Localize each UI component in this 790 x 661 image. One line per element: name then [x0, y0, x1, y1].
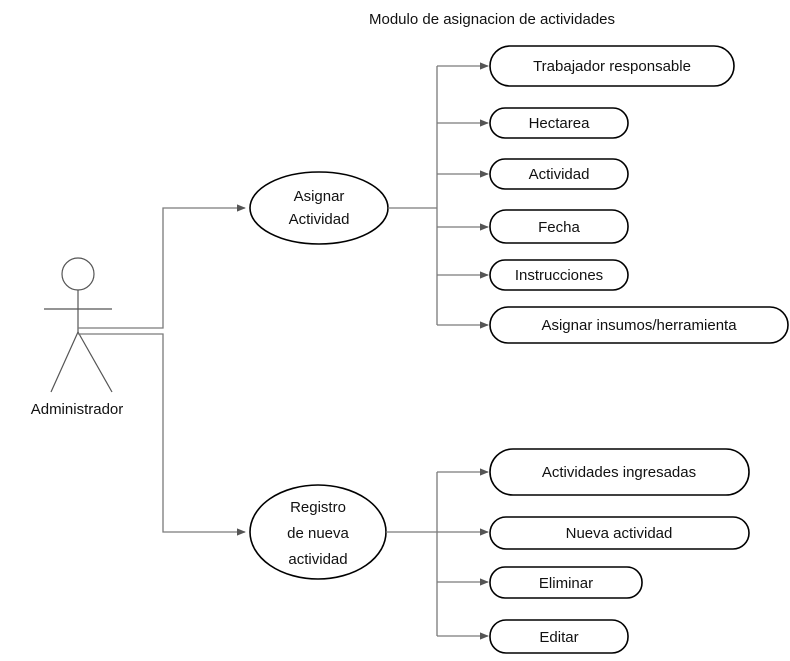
diagram-title: Modulo de asignacion de actividades	[369, 11, 615, 28]
asignar-trunk	[388, 66, 438, 325]
item-asignar-insumos-label: Asignar insumos/herramienta	[541, 317, 737, 334]
item-trabajador-responsable-label: Trabajador responsable	[533, 58, 691, 75]
use-case-asignar-line-2: Actividad	[289, 211, 350, 228]
use-case-registro-line-2: de nueva	[287, 525, 349, 542]
item-hectarea-label: Hectarea	[529, 115, 591, 132]
item-asignar-insumos	[489, 306, 789, 344]
connector-actor-to-registro	[78, 333, 246, 536]
item-instrucciones	[489, 259, 629, 291]
item-eliminar-label: Eliminar	[539, 575, 593, 592]
item-nueva-actividad-label: Nueva actividad	[566, 525, 673, 542]
actor-right-leg	[77, 331, 113, 393]
item-fecha-label: Fecha	[538, 219, 580, 236]
item-editar	[489, 619, 629, 654]
item-instrucciones-label: Instrucciones	[515, 267, 603, 284]
item-hectarea	[489, 107, 629, 139]
connector-actor-to-asignar	[78, 204, 246, 329]
item-nueva-actividad	[489, 516, 750, 550]
use-case-asignar-actividad	[249, 171, 389, 245]
actor-left-leg	[50, 331, 79, 393]
use-case-registro-line-1: Registro	[290, 499, 346, 516]
item-actividad-label: Actividad	[529, 166, 590, 183]
item-trabajador-responsable	[489, 45, 735, 87]
actor-figure	[44, 257, 113, 393]
asignar-branches	[388, 62, 489, 329]
use-case-registro-line-3: actividad	[288, 551, 347, 568]
actor-head	[61, 257, 95, 291]
item-fecha	[489, 209, 629, 244]
item-actividades-ingresadas-label: Actividades ingresadas	[542, 464, 696, 481]
item-editar-label: Editar	[539, 629, 578, 646]
registro-branches	[386, 468, 489, 640]
item-actividad	[489, 158, 629, 190]
actor-label: Administrador	[31, 401, 124, 418]
use-case-asignar-line-1: Asignar	[294, 188, 345, 205]
item-actividades-ingresadas	[489, 448, 750, 496]
registro-trunk	[386, 472, 438, 636]
item-eliminar	[489, 566, 643, 599]
